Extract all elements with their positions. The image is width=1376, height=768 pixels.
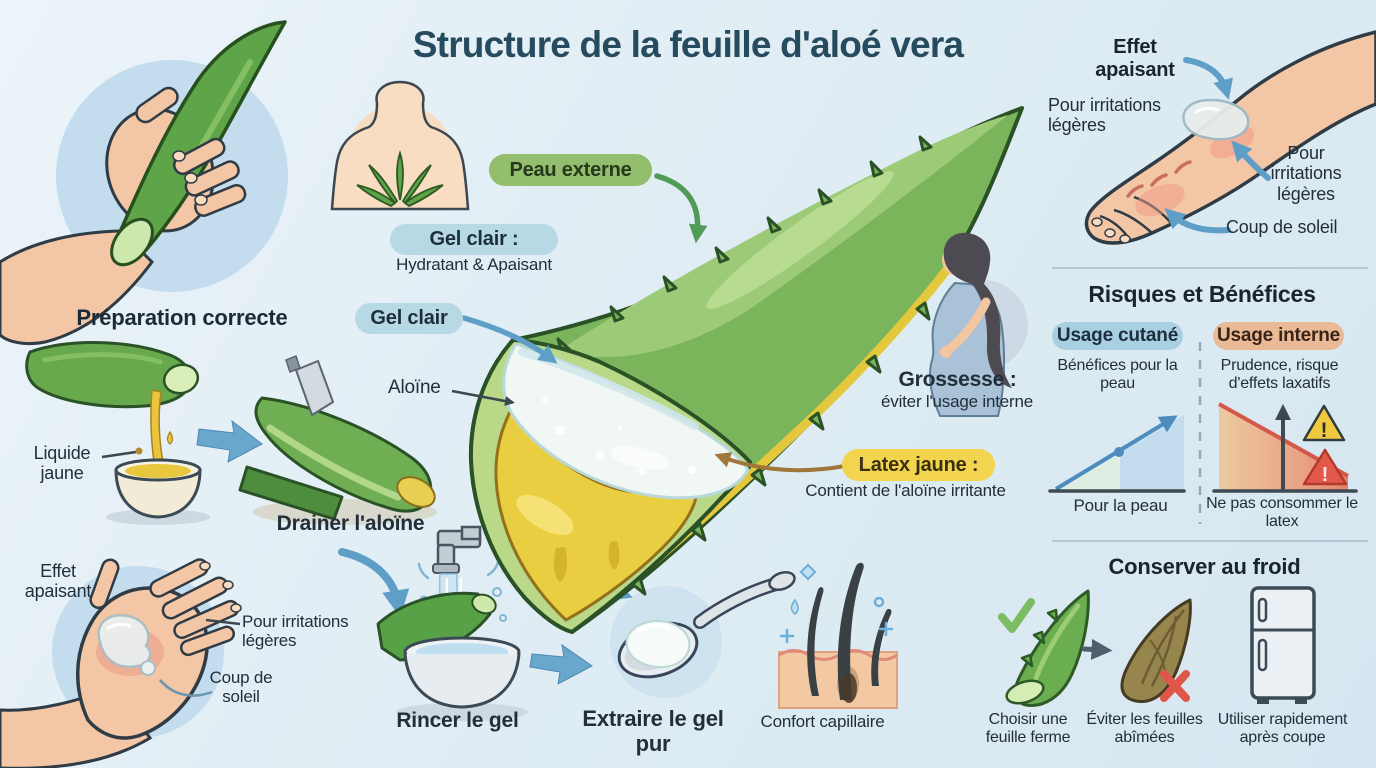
soothing-arm-icon: [1084, 30, 1376, 245]
gel-clair-title-pill: Gel clair :: [390, 224, 558, 255]
aloin-label: Aloïne: [388, 377, 441, 398]
step-extract-label: Extraire le gel pur: [582, 706, 724, 756]
pregnant-woman-icon: [929, 232, 1028, 417]
use-quickly-caption: Utiliser rapidement après coupe: [1217, 711, 1348, 747]
arrow-rinse-to-extract-icon: [529, 643, 593, 685]
internal-description: Prudence, risque d'effets laxatifs: [1220, 357, 1339, 393]
gel-clair-pill: Gel clair: [355, 303, 463, 334]
fridge-icon: [1250, 586, 1316, 704]
yellow-liquid-label: Liquide jaune: [33, 443, 91, 484]
hair-follicle-icon: [778, 562, 898, 709]
latex-title-pill: Latex jaune :: [842, 449, 995, 481]
arrow-drain-to-rinse-icon: [338, 548, 410, 618]
cut-leaf-knife-icon: [238, 355, 437, 525]
internal-caption: Ne pas consommer le latex: [1206, 495, 1358, 531]
extract-gel-step-icon: [610, 571, 796, 698]
gel-clair-subtitle: Hydratant & Apaisant: [396, 255, 552, 274]
anatomy-annotation-arrows: [451, 173, 847, 473]
risks-benefits-charts: ! !: [1048, 267, 1368, 542]
step-drain-label: Drainer l'aloïne: [276, 512, 425, 535]
aloe-leaf-cross-section: [468, 106, 1024, 635]
hand-irritations-label: Pour irritations légères: [242, 612, 349, 651]
hand-soothing-heading: Effet apaisant: [24, 561, 92, 602]
hand-holding-leaf-icon: [0, 20, 288, 346]
risks-benefits-heading: Risques et Bénéfices: [1088, 281, 1316, 307]
arm-sunburn-label: Coup de soleil: [1226, 217, 1338, 237]
arrow-step1-icon: [196, 419, 263, 463]
storage-heading: Conserver au froid: [1108, 554, 1301, 579]
cutaneous-description: Bénéfices pour la peau: [1057, 357, 1178, 393]
svg-text:!: !: [1322, 464, 1329, 486]
hand-sunburn-label: Coup de soleil: [209, 668, 273, 707]
soothing-hand-icon: [0, 558, 242, 768]
svg-text:!: !: [1321, 419, 1328, 442]
drain-liquid-step-icon: [25, 341, 210, 525]
checkmark-icon: [998, 598, 1035, 633]
cross-icon: [1160, 670, 1190, 702]
rinse-gel-step-icon: [376, 525, 528, 721]
damaged-leaves-caption: Éviter les feuilles abîmées: [1086, 711, 1203, 747]
damaged-leaf-icon: [1120, 598, 1192, 704]
arm-irritations-right: Pour irritations légères: [1270, 143, 1342, 204]
preparation-heading: Préparation correcte: [76, 305, 288, 330]
arm-soothing-heading: Effet apaisant: [1095, 36, 1175, 81]
outer-skin-pill: Peau externe: [489, 154, 652, 186]
firm-leaf-icon: [998, 589, 1090, 707]
internal-use-pill: Usage interne: [1213, 322, 1344, 350]
warning-yellow-icon: !: [1302, 404, 1346, 442]
hair-comfort-caption: Confort capillaire: [760, 712, 885, 731]
arm-irritations-left: Pour irritations légères: [1048, 95, 1161, 136]
firm-leaf-caption: Choisir une feuille ferme: [985, 711, 1071, 747]
pregnancy-subtitle: éviter l'usage interne: [881, 392, 1033, 411]
pregnancy-title: Grossesse :: [898, 368, 1017, 391]
page-title: Structure de la feuille d'aloé vera: [412, 24, 964, 65]
cutaneous-use-pill: Usage cutané: [1052, 322, 1183, 350]
latex-subtitle: Contient de l'aloïne irritante: [805, 481, 1006, 500]
body-digestive-icon: [330, 80, 470, 211]
warning-red-icon: !: [1302, 448, 1348, 486]
step-rinse-label: Rincer le gel: [396, 709, 519, 732]
cutaneous-caption: Pour la peau: [1073, 496, 1168, 515]
arrow-firm-to-damaged-icon: [1081, 638, 1113, 660]
